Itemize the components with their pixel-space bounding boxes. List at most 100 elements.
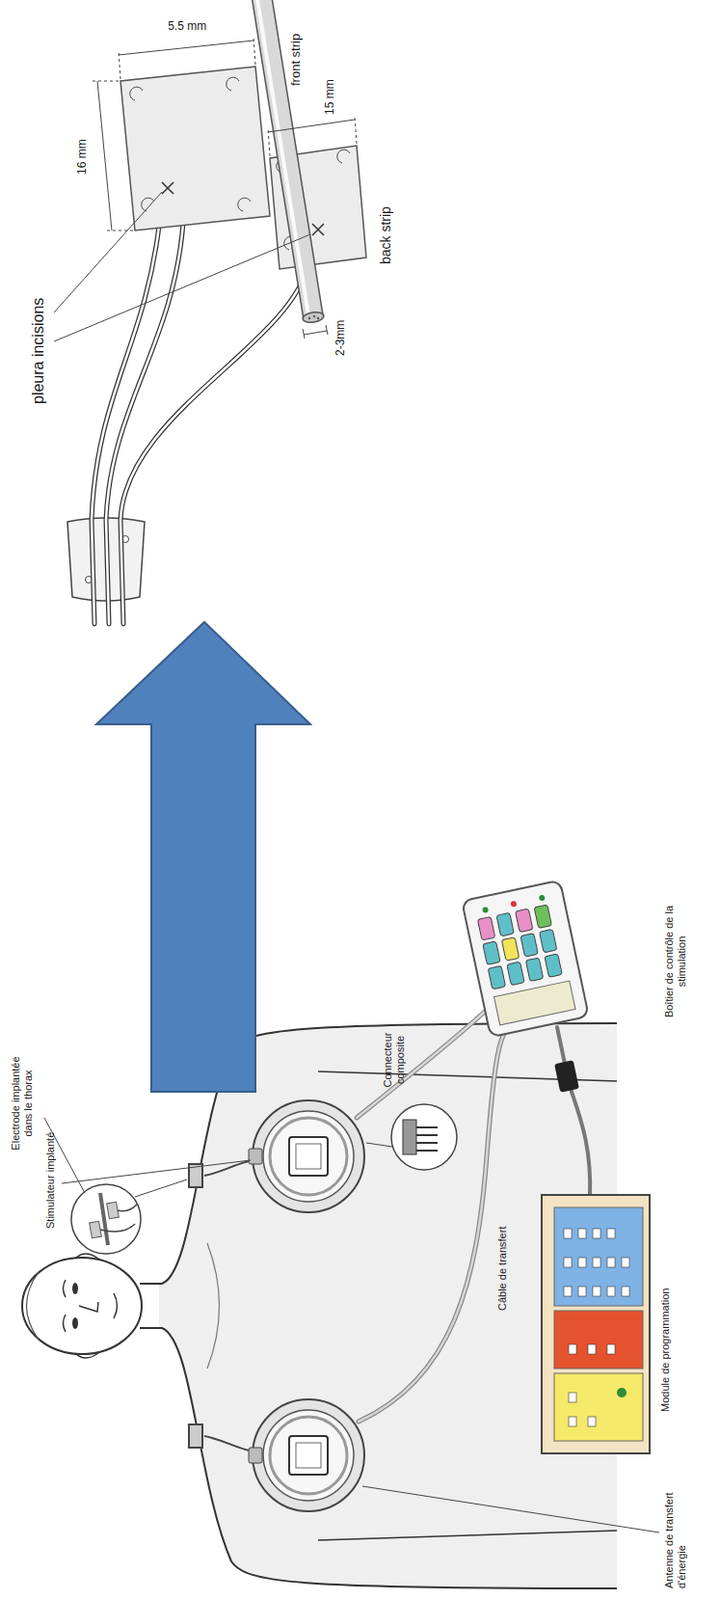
front-strip: [120, 66, 270, 231]
patient-head: [75, 1253, 99, 1258]
leader-line: [53, 191, 162, 313]
part-label: front strip: [288, 33, 304, 86]
control-box: [496, 911, 514, 935]
programming-module: [607, 1285, 615, 1296]
implanted-stimulator: [248, 1398, 365, 1511]
control-box: [525, 957, 543, 981]
programming-module: [587, 1415, 596, 1426]
phrenic-nerve: [301, 310, 324, 323]
programming-module: [607, 1227, 615, 1238]
patient-head: [72, 1281, 79, 1294]
front-strip: [161, 182, 174, 194]
leader-line: [53, 234, 311, 342]
control-box: [544, 953, 562, 977]
programming-module: [568, 1415, 577, 1426]
part-label: Câble de transfert: [496, 1226, 509, 1310]
leader-line: [366, 1142, 393, 1147]
programming-module: [607, 1256, 615, 1267]
part-label: Connecteur composite: [381, 1022, 407, 1096]
phrenic-nerve: [260, 0, 314, 318]
patient-head: [72, 1316, 79, 1329]
programming-module: [578, 1256, 587, 1267]
implanted-stimulator: [295, 1441, 321, 1467]
programming-module: [568, 1343, 577, 1354]
programming-module: [616, 1386, 627, 1397]
implanted-stimulator: [295, 1143, 321, 1169]
electrode-inset: [106, 1200, 120, 1218]
part-label: pleura incisions: [28, 297, 48, 404]
phrenic-nerve: [255, 0, 309, 316]
connector-inset: [391, 1103, 457, 1170]
phrenic-nerve: [308, 317, 311, 320]
control-box: [515, 907, 534, 932]
programming-module: [578, 1227, 587, 1238]
programming-module: [621, 1285, 630, 1296]
control-box: [501, 936, 519, 960]
connector-inset: [391, 1103, 457, 1170]
block-arrow: [96, 621, 311, 1092]
dimension-line: [91, 36, 357, 339]
phrenic-nerve: [260, 0, 314, 318]
implanted-stimulator: [248, 1147, 263, 1164]
block-arrow: [96, 621, 311, 1092]
electrode-lead: [91, 222, 309, 624]
control-box: [487, 964, 506, 988]
phrenic-nerve: [313, 315, 316, 318]
control-box: [538, 893, 546, 901]
control-box: [477, 915, 495, 939]
dimension-label: 15 mm: [322, 79, 337, 115]
patient-head: [113, 1292, 118, 1318]
patient-head: [22, 1256, 142, 1354]
programming-module: [592, 1285, 601, 1296]
front-strip: [130, 77, 251, 212]
control-box: [509, 900, 517, 907]
programming-module: [563, 1227, 572, 1238]
leader-line: [53, 191, 311, 342]
part-label: Boîtier de contrôle de la stimulation: [663, 899, 689, 1023]
programming-module: [563, 1227, 630, 1426]
programming-module: [554, 1206, 643, 1306]
dimension-label: 2-3mm: [333, 320, 347, 356]
implanted-electrode: [204, 1435, 249, 1450]
programming-module: [587, 1343, 596, 1354]
programming-module: [554, 1372, 643, 1440]
patient-head: [26, 1271, 40, 1339]
implanted-stimulator: [269, 1117, 347, 1195]
electrode-inset: [71, 1183, 141, 1254]
part-label: back strip: [377, 206, 395, 265]
leader-line: [61, 1159, 251, 1183]
transfer-cable: [356, 1009, 487, 1118]
programming-module: [621, 1256, 630, 1267]
connector-inset: [402, 1119, 417, 1154]
part-label: Module de programmation: [659, 1287, 672, 1412]
transfer-cable: [356, 1009, 487, 1118]
connector-inset: [416, 1126, 438, 1150]
part-label: Electrode implantée dans le thorax: [9, 1054, 35, 1151]
leader-line: [134, 1178, 187, 1197]
phrenic-nerve: [255, 0, 325, 324]
phrenic-nerve: [317, 317, 320, 320]
electrode-inset: [100, 1192, 108, 1245]
implanted-stimulator: [248, 1099, 365, 1212]
transfer-cable: [570, 1088, 590, 1197]
control-box: [494, 980, 576, 1025]
leader-line: [362, 1485, 660, 1532]
dimension-label: 16 mm: [75, 138, 89, 175]
patient-head: [79, 1301, 99, 1311]
electrode-inset: [89, 1220, 103, 1237]
implanted-stimulator: [252, 1398, 365, 1511]
part-label: Antenne de transfert d'énergie: [663, 1471, 689, 1588]
electrode-lead: [120, 264, 309, 624]
control-box: [482, 940, 501, 964]
implanted-stimulator: [252, 1099, 365, 1212]
electrode-lead: [120, 264, 309, 624]
dimension-line: [118, 36, 256, 80]
control-box: [533, 904, 552, 928]
dimension-line: [267, 119, 355, 133]
electrode-inset: [71, 1183, 141, 1254]
dimension-line: [302, 324, 328, 339]
programming-module: [568, 1391, 577, 1402]
back-strip: [312, 223, 324, 236]
